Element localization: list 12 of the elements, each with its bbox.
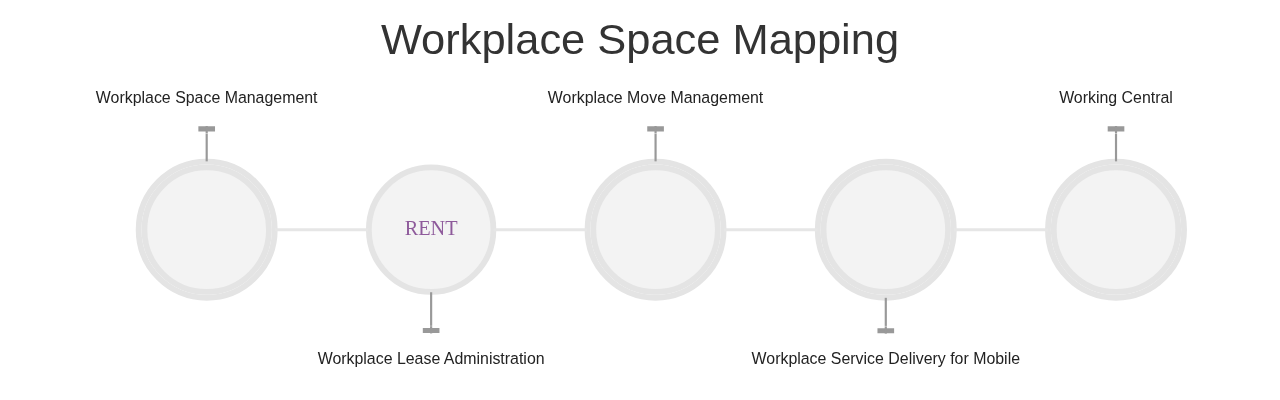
- connector: [877, 297, 895, 334]
- node-text: Workplace Service Delivery for Mobile: [751, 350, 1021, 368]
- node-circle: RENT: [365, 164, 497, 295]
- node-picture: [135, 158, 278, 301]
- node-text: Workplace Move Management: [547, 89, 764, 107]
- node-text: Workplace Lease Administration: [317, 350, 545, 368]
- node-picture: [814, 158, 957, 301]
- diagram-title: Workplace Space Mapping: [380, 15, 900, 64]
- node-text: Workplace Space Management: [95, 89, 318, 107]
- node-picture: [584, 158, 727, 301]
- node-picture: [1045, 158, 1187, 301]
- node-text: Working Central: [1059, 89, 1173, 107]
